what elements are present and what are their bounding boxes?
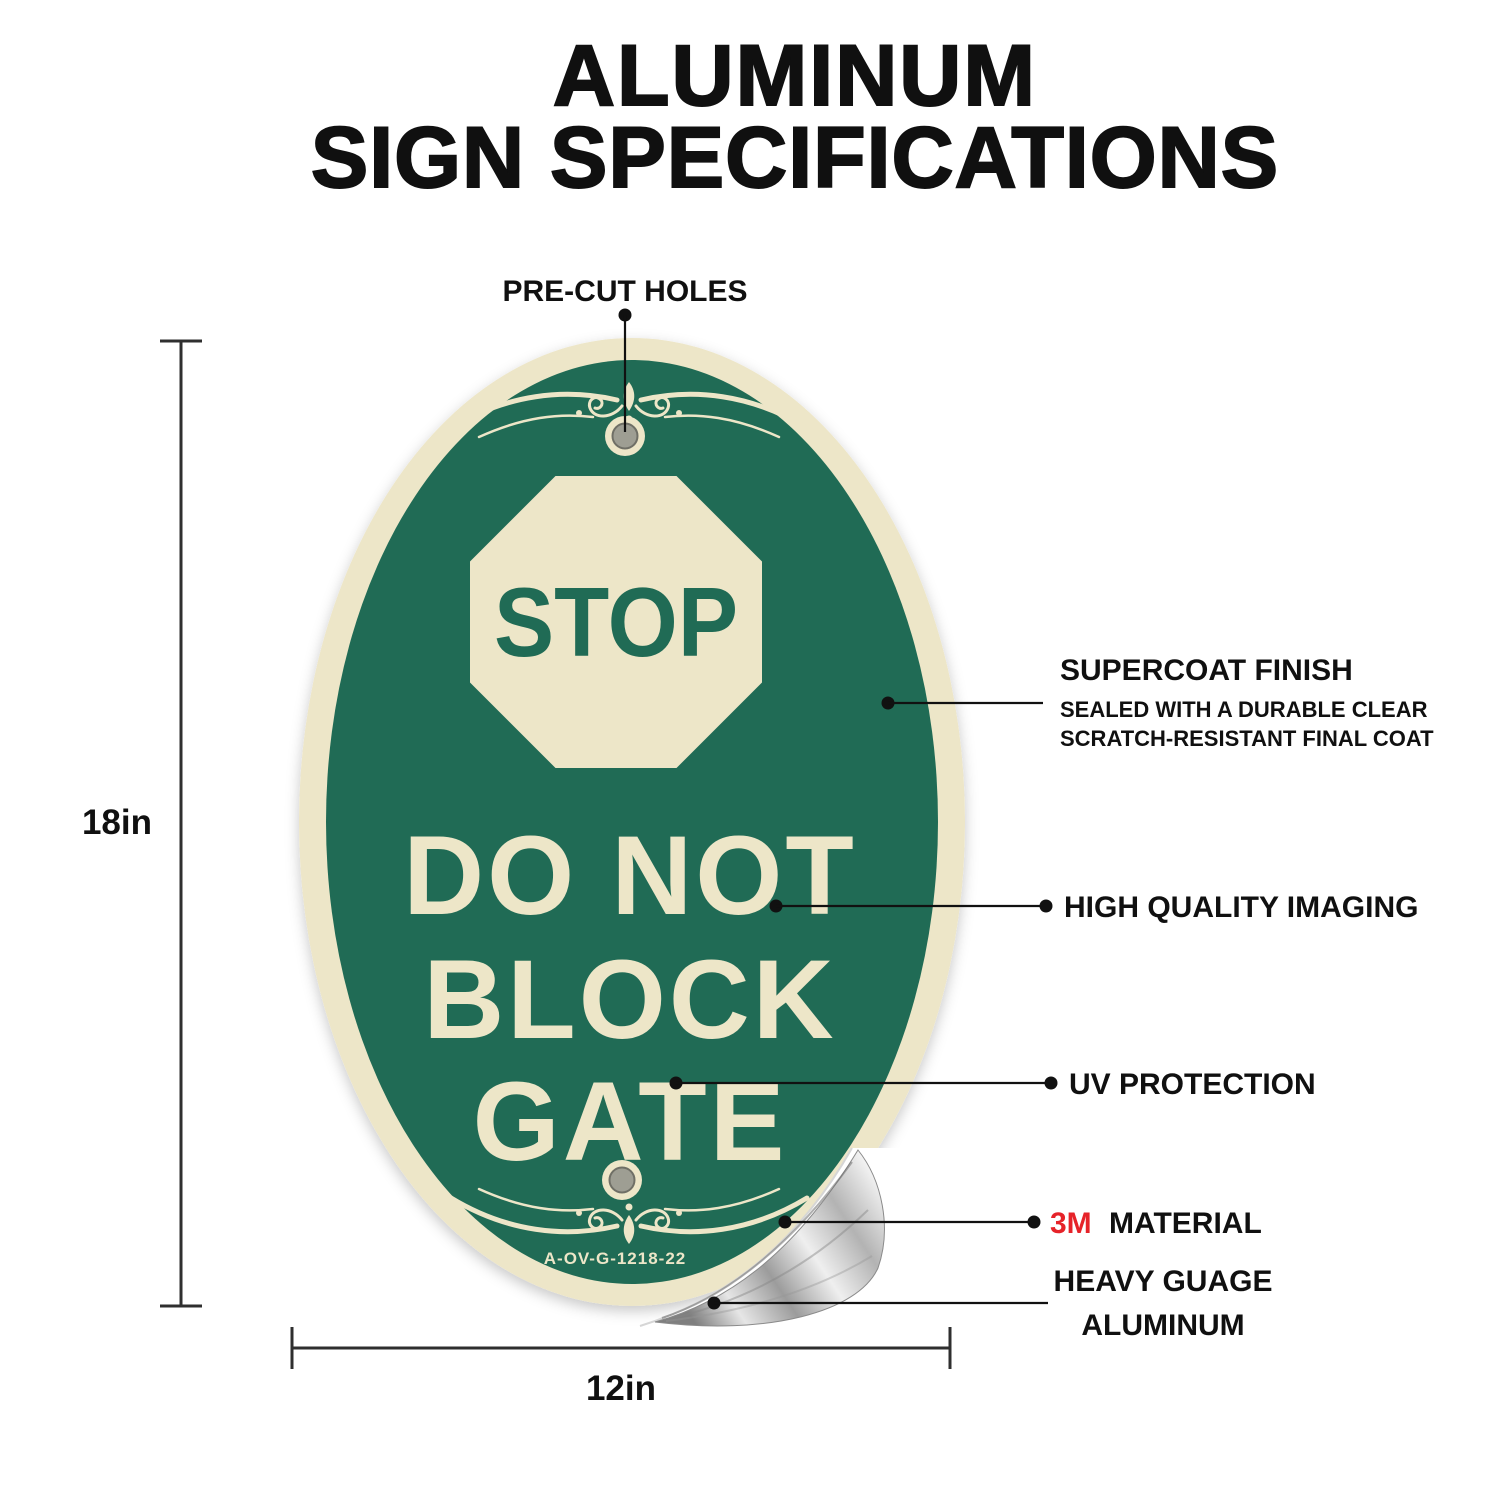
height-dimension-line bbox=[160, 339, 202, 1308]
callout-high-quality-imaging: HIGH QUALITY IMAGING bbox=[769, 891, 1418, 924]
height-dimension-label: 18in bbox=[82, 803, 152, 842]
width-dimension-line bbox=[290, 1327, 952, 1369]
hole-rim bbox=[608, 1166, 636, 1194]
page-title: ALUMINUM SIGN SPECIFICATIONS bbox=[310, 27, 1279, 207]
page-curl bbox=[654, 1149, 885, 1327]
sign: STOP DO NOT BLOCK GATE A-OV-G-1218-22 bbox=[299, 338, 990, 1327]
model-number: A-OV-G-1218-22 bbox=[544, 1249, 687, 1268]
callout-heavy-gauge-aluminum: HEAVY GUAGE ALUMINUM bbox=[707, 1265, 1273, 1342]
material-text: MATERIAL bbox=[1109, 1207, 1262, 1240]
supercoat-finish-sub2: SCRATCH-RESISTANT FINAL COAT bbox=[1060, 726, 1434, 751]
uv-protection-label: UV PROTECTION bbox=[1069, 1068, 1316, 1101]
stop-octagon-icon bbox=[470, 476, 762, 768]
callout-supercoat-finish: SUPERCOAT FINISH SEALED WITH A DURABLE C… bbox=[881, 654, 1434, 751]
sign-text-line2: BLOCK bbox=[423, 937, 836, 1062]
leader-dot bbox=[1027, 1215, 1041, 1229]
curl-underside bbox=[654, 1149, 885, 1327]
callout-pre-cut-holes: PRE-CUT HOLES bbox=[502, 275, 748, 432]
curl-streak bbox=[665, 1255, 873, 1322]
supercoat-finish-sub1: SEALED WITH A DURABLE CLEAR bbox=[1060, 697, 1428, 722]
3m-brand-text: 3M bbox=[1050, 1207, 1092, 1240]
3m-material-label: 3M MATERIAL bbox=[1050, 1207, 1262, 1240]
curl-streak bbox=[661, 1161, 853, 1319]
leader-dot bbox=[1039, 899, 1053, 913]
bottom-pre-cut-hole bbox=[602, 1160, 642, 1200]
heavy-gauge-label-line1: HEAVY GUAGE bbox=[1054, 1265, 1273, 1298]
heavy-gauge-label-line2: ALUMINUM bbox=[1081, 1309, 1244, 1342]
pre-cut-holes-label: PRE-CUT HOLES bbox=[502, 275, 747, 308]
stop-text: STOP bbox=[494, 567, 738, 677]
width-dimension-label: 12in bbox=[586, 1369, 656, 1408]
callout-3m-material: 3M MATERIAL bbox=[778, 1207, 1262, 1240]
curl-streak bbox=[663, 1209, 869, 1321]
high-quality-imaging-label: HIGH QUALITY IMAGING bbox=[1064, 891, 1418, 924]
hole-center bbox=[609, 1167, 635, 1193]
hole-center bbox=[612, 423, 638, 449]
supercoat-finish-label: SUPERCOAT FINISH bbox=[1060, 654, 1353, 687]
page-title-line2: SIGN SPECIFICATIONS bbox=[311, 110, 1279, 206]
leader-dot bbox=[1044, 1076, 1058, 1090]
callout-uv-protection: UV PROTECTION bbox=[669, 1068, 1316, 1101]
page-title-line1: ALUMINUM bbox=[553, 28, 1037, 124]
sign-text-line1: DO NOT bbox=[403, 813, 857, 938]
